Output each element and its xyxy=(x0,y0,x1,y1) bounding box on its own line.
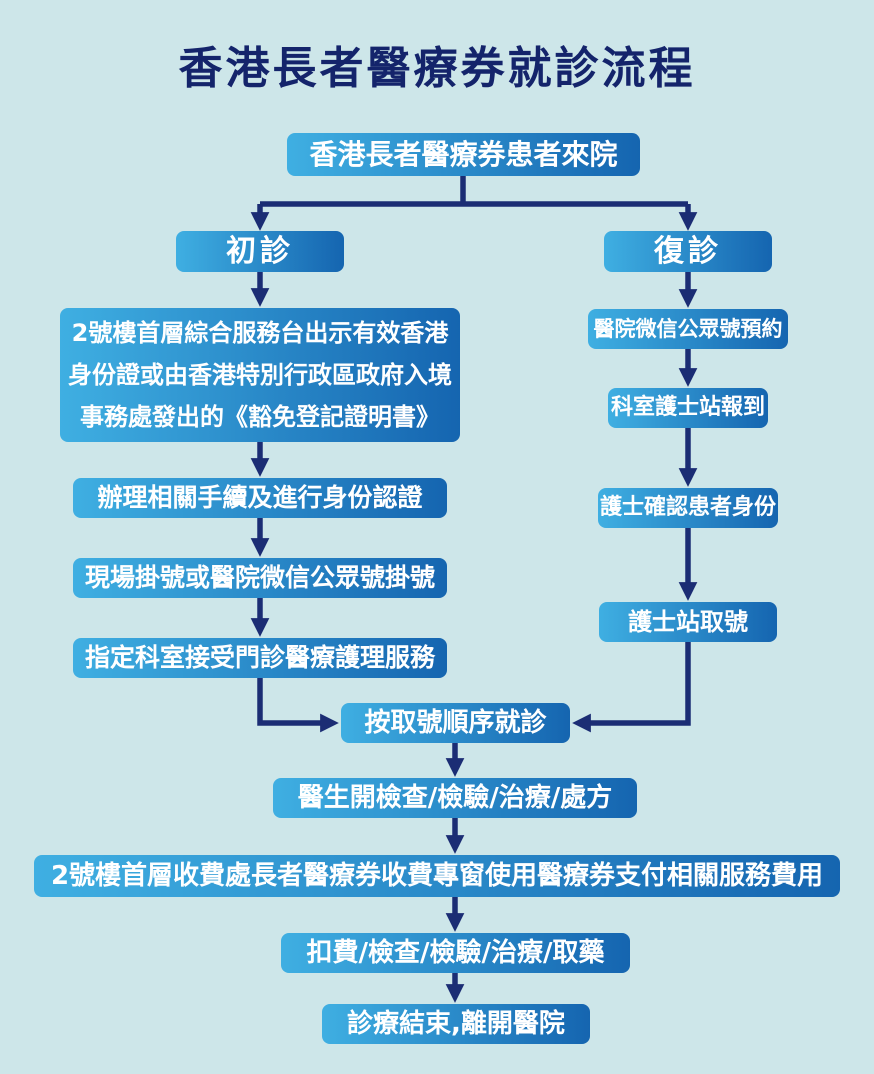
node-nurse-station-ticket: 護士站取號 xyxy=(599,602,777,642)
node-patient-arrival: 香港長者醫療券患者來院 xyxy=(287,133,640,176)
arrow-right-merge xyxy=(572,642,691,733)
node-doctor-orders: 醫生開檢查/檢驗/治療/處方 xyxy=(273,778,637,818)
node-wechat-appointment: 醫院微信公眾號預約 xyxy=(588,309,788,349)
node-voucher-payment-window: 2號樓首層收費處長者醫療券收費專窗使用醫療券支付相關服務費用 xyxy=(34,855,840,897)
node-first-visit: 初診 xyxy=(176,231,344,272)
split-connector-line xyxy=(260,176,688,207)
node-onsite-or-wechat-registration: 現場掛號或醫院微信公眾號掛號 xyxy=(73,558,447,598)
node-nurse-station-checkin: 科室護士站報到 xyxy=(608,388,768,428)
node-queue-number-visit: 按取號順序就診 xyxy=(341,703,570,743)
node-followup-visit: 復診 xyxy=(604,231,772,272)
node-fee-deduction-services: 扣費/檢查/檢驗/治療/取藥 xyxy=(281,933,630,973)
page-title: 香港長者醫療券就診流程 xyxy=(178,43,696,94)
arrow-left-merge xyxy=(257,678,339,733)
node-procedures-identity-auth: 辦理相關手續及進行身份認證 xyxy=(73,478,447,518)
node-outpatient-clinic-service: 指定科室接受門診醫療護理服務 xyxy=(73,638,447,678)
node-nurse-confirm-identity: 護士確認患者身份 xyxy=(598,488,778,528)
node-end-leave-hospital: 診療結束,離開醫院 xyxy=(322,1004,590,1044)
node-id-verification-desk: 2號樓首層綜合服務台出示有效香港 身份證或由香港特別行政區政府入境 事務處發出的… xyxy=(60,308,460,442)
